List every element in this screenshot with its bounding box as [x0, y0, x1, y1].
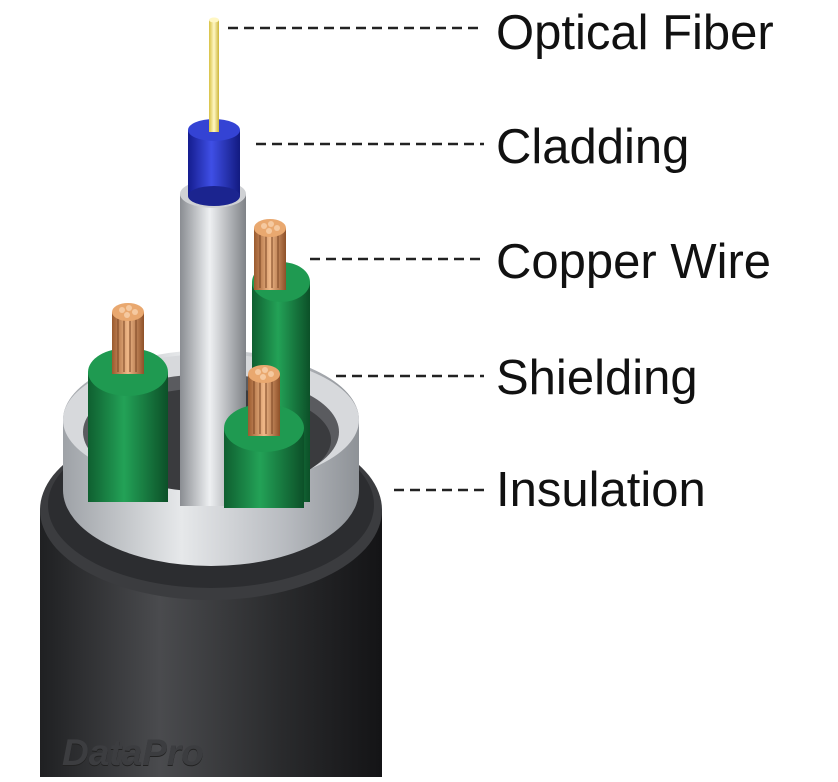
label-shielding: Shielding [496, 351, 698, 405]
copper-wire-front [224, 365, 304, 508]
label-cladding: Cladding [496, 120, 690, 174]
datapro-watermark: DataPro [62, 732, 204, 773]
optical-fiber-core [209, 17, 219, 132]
label-copper-wire: Copper Wire [496, 235, 772, 289]
label-optical-fiber: Optical Fiber [496, 6, 774, 60]
copper-wire-left [88, 303, 168, 502]
cladding-tube [188, 119, 240, 206]
label-insulation: Insulation [496, 463, 706, 517]
